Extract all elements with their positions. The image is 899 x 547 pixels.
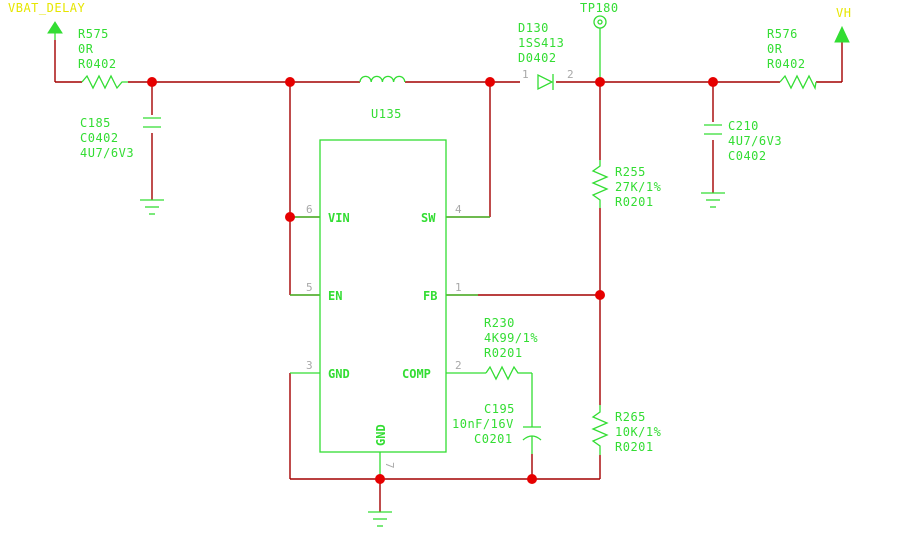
label-c210: C210 4U7/6V3 C0402 [728,119,782,163]
c185-footprint: C0402 [80,131,119,145]
r265-value: 10K/1% [615,425,662,439]
ic-u135-body [319,139,447,453]
label-c195: C195 10nF/16V C0201 [452,402,515,446]
pin-stubs [290,28,601,479]
inductor-symbol [359,75,406,83]
c210-footprint: C0402 [728,149,767,163]
net-label-vbat-delay: VBAT_DELAY [8,1,86,15]
wires [54,40,843,512]
r230-footprint: R0201 [484,346,523,360]
pin-name-gnd-bottom: GND [374,424,388,446]
pin-number-gnd-bottom: 7 [383,462,396,469]
d130-footprint: D0402 [518,51,557,65]
r255-footprint: R0201 [615,195,654,209]
label-r265: R265 10K/1% R0201 [615,410,662,454]
r576-value: 0R [767,42,783,56]
pin-number-vin: 6 [306,203,313,216]
c210-value: 4U7/6V3 [728,134,782,148]
pin-name-fb: FB [423,289,437,303]
pin-name-en: EN [328,289,342,303]
c185-ref: C185 [80,116,111,130]
c195-value: 10nF/16V [452,417,514,431]
pin-name-gnd: GND [328,367,350,381]
capacitor-c195-symbol [522,426,542,454]
pin-number-comp: 2 [455,359,462,372]
label-c185: C185 C0402 4U7/6V3 [80,116,134,160]
r575-ref: R575 [78,27,109,41]
resistor-r576-symbol [779,74,817,91]
ground-symbol-c210 [701,192,725,208]
c210-ref: C210 [728,119,759,133]
resistor-r230-symbol [485,365,520,381]
label-r575: R575 0R R0402 [78,27,117,71]
r255-ref: R255 [615,165,646,179]
d130-value: 1SS413 [518,36,564,50]
pin-name-comp: COMP [402,367,431,381]
r265-ref: R265 [615,410,646,424]
u135-ref: U135 [371,107,402,121]
capacitor-c185-symbol [143,117,161,128]
diode-d130-symbol [537,73,554,91]
resistor-r575-symbol [81,74,128,90]
r265-footprint: R0201 [615,440,654,454]
r230-ref: R230 [484,316,515,330]
pin-number-sw: 4 [455,203,462,216]
label-d130: D130 1SS413 D0402 [518,21,564,65]
pin-number-gnd: 3 [306,359,313,372]
label-r576: R576 0R R0402 [767,27,806,71]
label-r230: R230 4K99/1% R0201 [484,316,538,360]
r576-footprint: R0402 [767,57,806,71]
test-point-label: TP180 [580,1,619,15]
pin-number-fb: 1 [455,281,462,294]
r255-value: 27K/1% [615,180,662,194]
label-r255: R255 27K/1% R0201 [615,165,662,209]
pin-number-en: 5 [306,281,313,294]
diode-pin-cathode: 2 [567,68,574,81]
pin-name-vin: VIN [328,211,350,225]
diode-pin-anode: 1 [522,68,529,81]
ground-symbol-c185 [140,199,164,215]
d130-ref: D130 [518,21,549,35]
r230-value: 4K99/1% [484,331,538,345]
c185-value: 4U7/6V3 [80,146,134,160]
test-point-symbol [593,15,607,29]
r575-footprint: R0402 [78,57,117,71]
c195-ref: C195 [484,402,515,416]
junction-dots [147,77,718,484]
r576-ref: R576 [767,27,798,41]
pin-name-sw: SW [421,211,436,225]
resistor-r255-symbol [591,160,609,208]
power-flag-vh [834,25,850,43]
net-label-vh: VH [836,6,851,20]
power-flag-vbat-delay [47,21,63,40]
resistor-r265-symbol [591,405,609,455]
c195-footprint: C0201 [474,432,513,446]
capacitor-c210-symbol [704,124,722,135]
r575-value: 0R [78,42,94,56]
ground-symbol-main [368,511,392,527]
